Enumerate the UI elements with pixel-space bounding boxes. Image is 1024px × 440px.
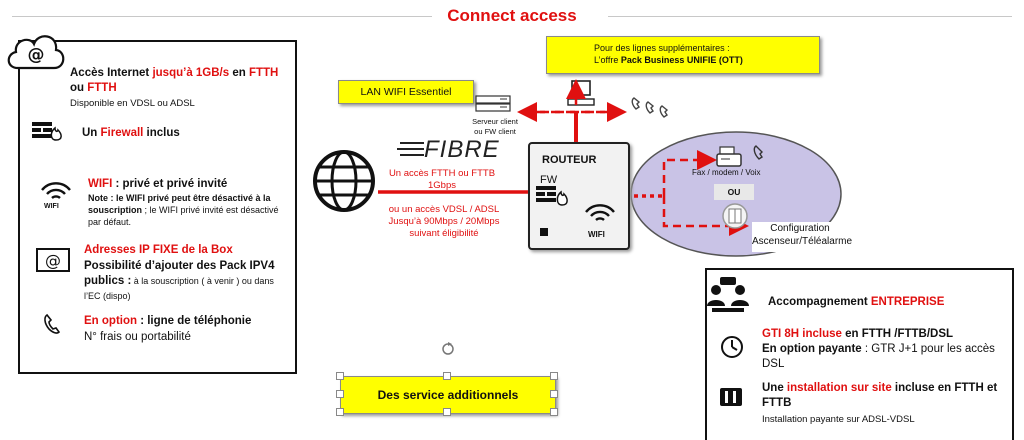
- router-title: ROUTEUR: [542, 154, 597, 166]
- business-line-2: L’offre Pack Business UNIFIE (OTT): [594, 55, 743, 65]
- resize-handle-right[interactable]: [550, 390, 558, 398]
- phone-feature-sub: N° frais ou portabilité: [84, 331, 191, 343]
- router-box: ROUTEUR FW WIFI: [528, 142, 630, 250]
- resize-handle-tr[interactable]: [550, 372, 558, 380]
- internet-feature: Accès Internet jusqu’à 1GB/s en FTTH ou …: [70, 67, 279, 94]
- router-port-icon: [540, 228, 548, 236]
- wifi-icon: [41, 182, 71, 199]
- clock-icon: [721, 336, 743, 358]
- business-pack-label: Pour des lignes supplémentaires : L’offr…: [546, 36, 820, 74]
- title-rule-left: [12, 16, 432, 17]
- phone-icon: [44, 313, 61, 334]
- router-fw-label: FW: [540, 174, 558, 186]
- globe-icon: [313, 150, 375, 212]
- elevator-icon: [722, 203, 748, 229]
- toolbox-icon: [720, 388, 742, 406]
- page-title: Connect access: [447, 6, 577, 25]
- team-chat-icon: [707, 277, 749, 312]
- phones-icon: [631, 97, 669, 118]
- resize-handle-tl[interactable]: [336, 372, 344, 380]
- lan-wifi-label: LAN WIFI Essentiel: [338, 80, 474, 104]
- fibre-logo-lines: [397, 142, 424, 156]
- phone-feature-title: En option : ligne de téléphonie: [84, 315, 252, 327]
- title-rule-right: [608, 16, 1012, 17]
- resize-handle-top[interactable]: [443, 372, 451, 380]
- installation-sub: Installation payante sur ADSL-VDSL: [762, 414, 915, 425]
- support-heading: Accompagnement ENTREPRISE: [768, 296, 945, 308]
- cloud-at-icon: @: [7, 35, 65, 70]
- or-label: OU: [714, 184, 754, 200]
- ip-feature-detail: Possibilité d’ajouter des Pack IPV4 publ…: [84, 260, 275, 301]
- server-icon: [475, 95, 511, 112]
- router-wifi-icon: [585, 204, 615, 221]
- email-icon: @: [36, 248, 70, 272]
- svg-text:@: @: [45, 251, 61, 270]
- ip-feature-title: Adresses IP FIXE de la Box: [84, 244, 233, 256]
- resize-handle-bottom[interactable]: [443, 408, 451, 416]
- resize-handle-left[interactable]: [336, 390, 344, 398]
- installation-text: Une installation sur site incluse en FTT…: [762, 382, 998, 409]
- resize-handle-br[interactable]: [550, 408, 558, 416]
- rotate-handle-icon[interactable]: [440, 341, 456, 357]
- resize-handle-bl[interactable]: [336, 408, 344, 416]
- wifi-note: Note : le WIFI privé peut être désactivé…: [88, 193, 279, 227]
- fibre-logo: FIBRE: [424, 136, 500, 163]
- fax-label: Fax / modem / Voix: [692, 168, 761, 177]
- wifi-icon-label: WIFI: [44, 203, 59, 210]
- features-panel: [18, 40, 297, 374]
- svg-text:@: @: [28, 45, 45, 65]
- wifi-feature-title: WIFI : privé et privé invité: [88, 178, 228, 190]
- firewall-icon: [32, 122, 62, 141]
- firewall-feature: Un Firewall inclus: [82, 127, 180, 139]
- internet-availability: Disponible en VDSL ou ADSL: [70, 98, 195, 109]
- phone-device-icon: [753, 145, 763, 160]
- support-panel: [705, 268, 1014, 440]
- router-firewall-icon: [536, 186, 568, 206]
- fax-icon: [716, 146, 742, 167]
- gti-text: GTI 8H incluse en FTTH /FTTB/DSL En opti…: [762, 328, 995, 370]
- router-wifi-label: WIFI: [588, 230, 605, 239]
- business-line-1: Pour des lignes supplémentaires :: [594, 43, 730, 53]
